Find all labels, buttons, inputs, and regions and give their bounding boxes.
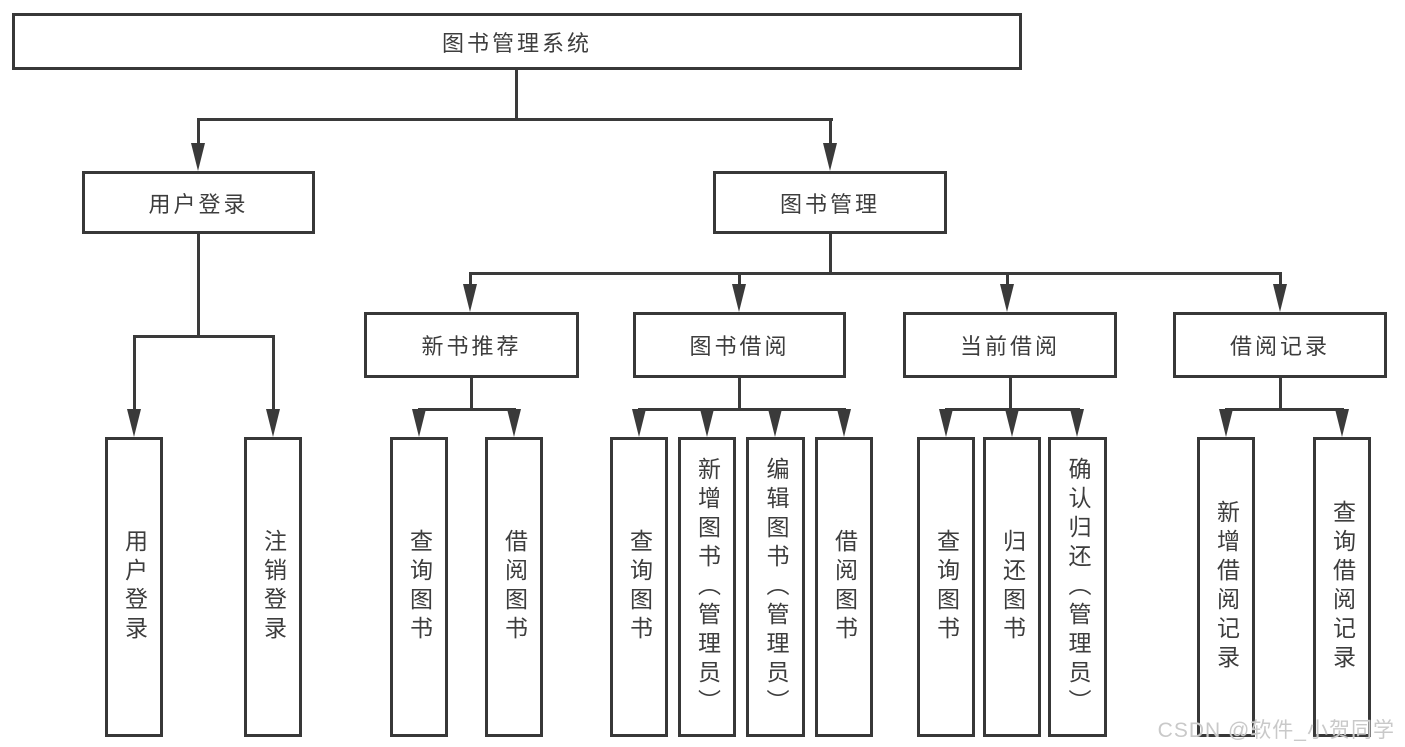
- watermark: CSDN @软件_小贺同学: [1157, 719, 1395, 742]
- leaf-borrow-borrow-books-label: 借阅图书: [831, 529, 858, 645]
- arrow-down-icon: [1000, 284, 1014, 312]
- arrow-down-icon: [127, 409, 141, 437]
- arrow-down-icon: [463, 284, 477, 312]
- leaf-confirm-return-admin-label: 确认归还（管理员）: [1065, 456, 1091, 718]
- connector-user-login-hline: [133, 335, 275, 338]
- leaf-newbook-borrow-books-label: 借阅图书: [501, 529, 528, 645]
- leaf-borrow-borrow-books: 借阅图书: [815, 437, 873, 737]
- leaf-borrow-query-books-label: 查询图书: [626, 529, 653, 645]
- connector-root-stem: [515, 70, 518, 118]
- connector-book-mgmt-stem: [829, 234, 832, 275]
- connector-user-login-drop: [197, 118, 200, 145]
- arrow-down-icon: [1273, 284, 1287, 312]
- connector-user-login-stem: [197, 234, 200, 338]
- leaf-user-login-label: 用户登录: [121, 529, 148, 645]
- leaf-newbook-query-books: 查询图书: [390, 437, 448, 737]
- node-library-system: 图书管理系统: [12, 13, 1022, 70]
- leaf-edit-books-admin-label: 编辑图书（管理员）: [763, 456, 789, 718]
- connector-bookborrow-hline: [638, 408, 846, 411]
- leaf-return-books-label: 归还图书: [999, 529, 1026, 645]
- arrow-down-icon: [768, 409, 782, 437]
- leaf-add-borrow-record-label: 新增借阅记录: [1213, 500, 1240, 674]
- connector-leaf-drop: [1006, 272, 1009, 286]
- leaf-edit-books-admin: 编辑图书（管理员）: [746, 437, 805, 737]
- connector-leaf-drop: [738, 272, 741, 286]
- arrow-down-icon: [837, 409, 851, 437]
- arrow-down-icon: [700, 409, 714, 437]
- node-book-management: 图书管理: [713, 171, 947, 234]
- arrow-down-icon: [632, 409, 646, 437]
- connector-newbook-stem: [470, 378, 473, 411]
- node-current-borrow-label: 当前借阅: [959, 334, 1060, 359]
- arrow-down-icon: [507, 409, 521, 437]
- node-new-book-recommend: 新书推荐: [364, 312, 579, 378]
- connector-records-stem: [1279, 378, 1282, 411]
- arrow-down-icon: [191, 143, 205, 171]
- arrow-down-icon: [266, 409, 280, 437]
- leaf-newbook-query-books-label: 查询图书: [406, 529, 433, 645]
- leaf-user-login: 用户登录: [105, 437, 163, 737]
- connector-newbook-hline: [418, 408, 516, 411]
- connector-book-mgmt-drop: [829, 118, 832, 145]
- leaf-confirm-return-admin: 确认归还（管理员）: [1048, 437, 1107, 737]
- node-book-borrow-label: 图书借阅: [689, 334, 790, 359]
- arrow-down-icon: [1005, 409, 1019, 437]
- node-borrow-records: 借阅记录: [1173, 312, 1387, 378]
- arrow-down-icon: [732, 284, 746, 312]
- node-book-management-label: 图书管理: [779, 191, 880, 217]
- leaf-query-borrow-record-label: 查询借阅记录: [1329, 500, 1356, 674]
- node-new-book-recommend-label: 新书推荐: [421, 334, 522, 359]
- arrow-down-icon: [412, 409, 426, 437]
- connector-leaf-drop: [469, 272, 472, 286]
- leaf-current-query-books-label: 查询图书: [933, 529, 960, 645]
- node-borrow-records-label: 借阅记录: [1229, 334, 1330, 359]
- leaf-borrow-query-books: 查询图书: [610, 437, 668, 737]
- arrow-down-icon: [823, 143, 837, 171]
- leaf-logout-label: 注销登录: [260, 529, 287, 645]
- connector-root-hline: [197, 118, 833, 121]
- arrow-down-icon: [1070, 409, 1084, 437]
- connector-currentborrow-stem: [1009, 378, 1012, 411]
- connector-book-mgmt-hline: [469, 272, 1282, 275]
- connector-leaf-drop: [272, 335, 275, 411]
- node-library-system-label: 图书管理系统: [441, 30, 592, 56]
- arrow-down-icon: [1335, 409, 1349, 437]
- connector-bookborrow-stem: [738, 378, 741, 411]
- leaf-return-books: 归还图书: [983, 437, 1041, 737]
- node-user-login-label: 用户登录: [148, 191, 249, 217]
- connector-leaf-drop: [1279, 272, 1282, 286]
- leaf-add-books-admin-label: 新增图书（管理员）: [694, 456, 721, 718]
- connector-leaf-drop: [133, 335, 136, 411]
- arrow-down-icon: [1219, 409, 1233, 437]
- leaf-current-query-books: 查询图书: [917, 437, 975, 737]
- node-current-borrow: 当前借阅: [903, 312, 1117, 378]
- leaf-add-books-admin: 新增图书（管理员）: [678, 437, 736, 737]
- node-user-login: 用户登录: [82, 171, 315, 234]
- leaf-add-borrow-record: 新增借阅记录: [1197, 437, 1255, 737]
- leaf-query-borrow-record: 查询借阅记录: [1313, 437, 1371, 737]
- arrow-down-icon: [939, 409, 953, 437]
- node-book-borrow: 图书借阅: [633, 312, 846, 378]
- leaf-logout: 注销登录: [244, 437, 302, 737]
- connector-records-hline: [1225, 408, 1344, 411]
- leaf-newbook-borrow-books: 借阅图书: [485, 437, 543, 737]
